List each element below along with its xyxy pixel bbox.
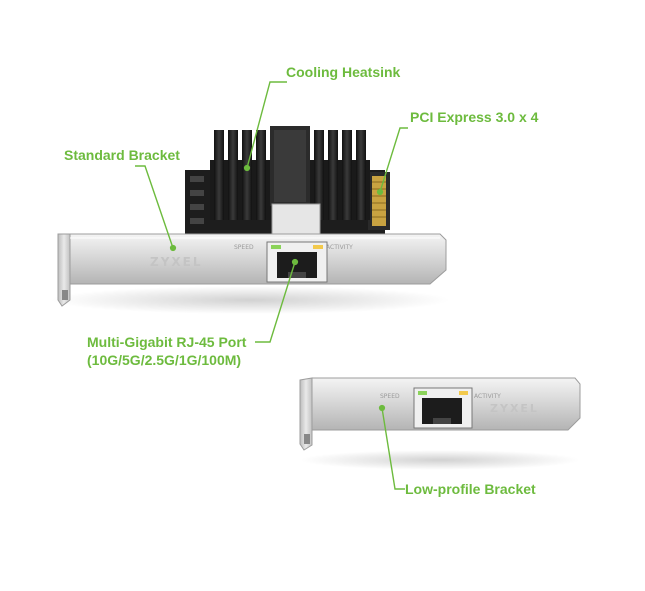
pcie-leader xyxy=(379,127,408,193)
callout-text: Cooling Heatsink xyxy=(286,64,401,80)
bracket-leader xyxy=(135,165,174,249)
card-brand-logo: ZYXEL xyxy=(150,255,203,269)
callout-cooling-heatsink: Cooling Heatsink xyxy=(286,63,400,81)
pcie-connector xyxy=(368,172,390,230)
lp-speed-led-label: SPEED xyxy=(380,393,400,400)
callout-pci-express: PCI Express 3.0 x 4 xyxy=(410,108,538,126)
callout-rj45-port: Multi-Gigabit RJ-45 Port (10G/5G/2.5G/1G… xyxy=(87,333,246,369)
port-leader xyxy=(255,261,296,343)
callout-text: Low-profile Bracket xyxy=(405,481,536,497)
callout-text: PCI Express 3.0 x 4 xyxy=(410,109,539,125)
activity-led-label: ACTIVITY xyxy=(326,244,353,251)
callout-text: Standard Bracket xyxy=(64,147,180,163)
standard-bracket xyxy=(50,233,450,314)
rj45-jack-body xyxy=(271,203,321,235)
callout-standard-bracket: Standard Bracket xyxy=(64,146,180,164)
heatsink-leader xyxy=(246,81,287,169)
lp-rj45-port xyxy=(413,387,473,429)
callout-text-line1: Multi-Gigabit RJ-45 Port xyxy=(87,334,247,350)
speed-led-label: SPEED xyxy=(234,244,254,251)
lowprofile-leader xyxy=(381,407,405,490)
lp-activity-led-label: ACTIVITY xyxy=(474,393,501,400)
callout-text-line2: (10G/5G/2.5G/1G/100M) xyxy=(87,352,242,368)
leader-lines xyxy=(135,81,408,490)
lp-brand-logo: ZYXEL xyxy=(490,402,539,415)
callout-low-profile-bracket: Low-profile Bracket xyxy=(405,480,536,498)
